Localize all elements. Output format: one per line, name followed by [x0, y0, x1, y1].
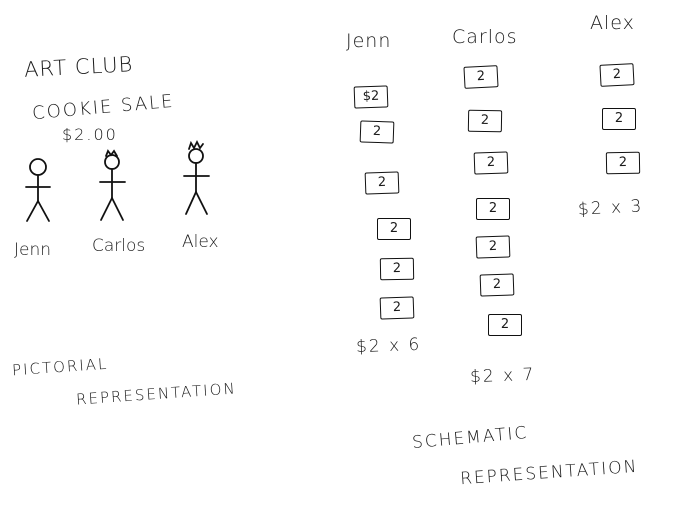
bill-alex-2: 2 [602, 108, 636, 130]
schematic-caption-line2: REPRESENTATION [460, 457, 639, 489]
bill-jenn-4: 2 [377, 218, 411, 240]
sale-title: COOKIE SALE [31, 91, 175, 124]
bill-alex-3: 2 [606, 152, 640, 175]
bill-jenn-3: 2 [365, 171, 400, 194]
bill-jenn-6: 2 [380, 296, 415, 319]
pictorial-caption-line1: PICTORIAL [11, 355, 108, 380]
bill-jenn-1: $2 [354, 85, 389, 108]
bill-carlos-3: 2 [474, 151, 509, 174]
bill-carlos-4: 2 [476, 198, 510, 220]
stick-figure-alex [180, 140, 214, 222]
bill-carlos-2: 2 [468, 110, 502, 133]
bill-carlos-7: 2 [488, 314, 522, 336]
person-name-carlos: Carlos [92, 236, 145, 256]
price-label: $2.00 [62, 125, 118, 144]
total-carlos: $2 x 7 [470, 365, 536, 387]
stick-figure-jenn [22, 155, 54, 230]
column-header-jenn: Jenn [346, 30, 391, 52]
total-jenn: $2 x 6 [356, 335, 422, 357]
person-name-alex: Alex [182, 232, 219, 252]
total-alex: $2 x 3 [578, 196, 644, 219]
stick-figure-carlos [96, 150, 130, 228]
bill-carlos-6: 2 [480, 273, 515, 296]
pictorial-caption-line2: REPRESENTATION [76, 379, 238, 408]
schematic-caption-line1: SCHEMATIC [411, 423, 529, 453]
bill-carlos-1: 2 [463, 65, 498, 89]
bill-jenn-5: 2 [380, 258, 414, 281]
bill-jenn-2: 2 [360, 120, 395, 143]
bill-carlos-5: 2 [476, 235, 511, 258]
column-header-alex: Alex [590, 12, 635, 34]
column-header-carlos: Carlos [452, 26, 518, 48]
person-name-jenn: Jenn [14, 240, 51, 260]
bill-alex-1: 2 [599, 63, 634, 87]
club-title: ART CLUB [23, 52, 133, 82]
